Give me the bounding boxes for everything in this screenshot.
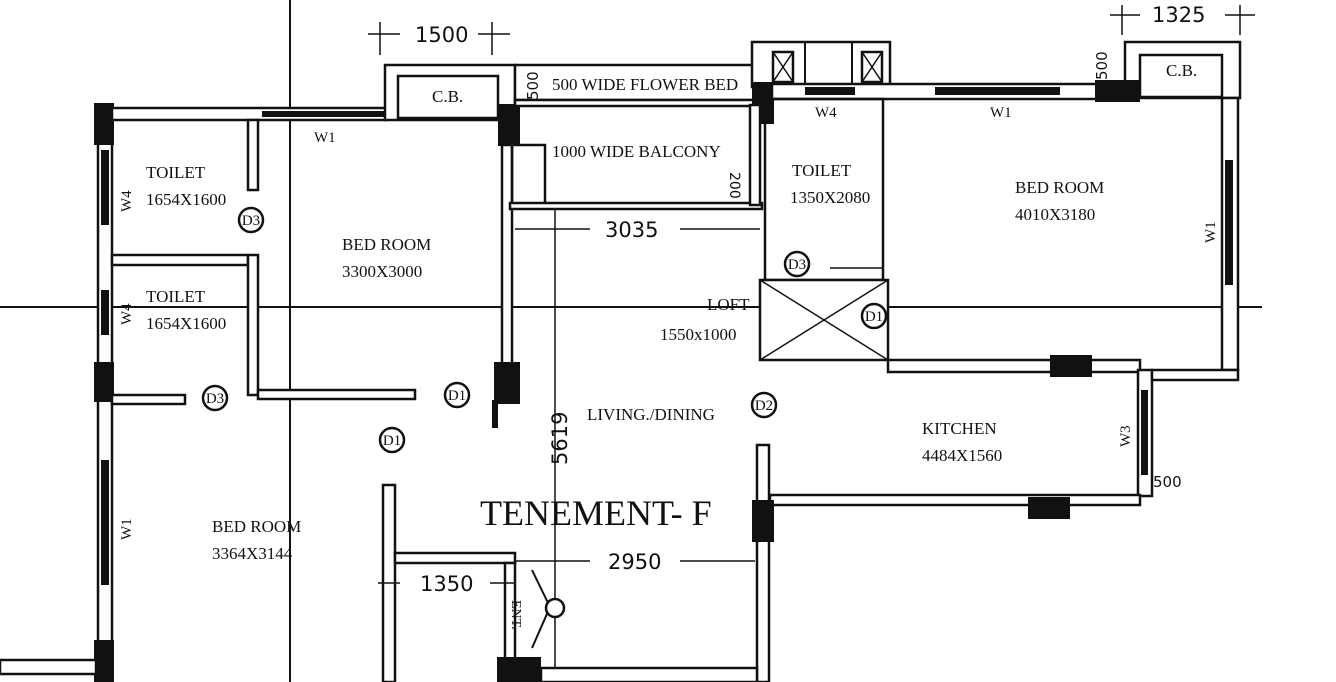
cupboard-label: C.B. (432, 87, 463, 106)
room-size: 3364X3144 (212, 544, 293, 563)
svg-text:D1: D1 (865, 309, 883, 325)
window-label: W4 (119, 190, 135, 212)
door-marker-d3: D3 (783, 250, 811, 278)
kitchen-wall-bottom (768, 493, 1142, 507)
balcony-label: 1000 WIDE BALCONY (552, 142, 721, 161)
room-size: 4484X1560 (922, 446, 1002, 465)
window-w3 (1141, 390, 1148, 475)
wall (110, 393, 187, 406)
column (1028, 497, 1070, 519)
room-size: 1550x1000 (660, 325, 737, 344)
column (94, 362, 114, 402)
door-marker-d1: D1 (378, 426, 406, 454)
svg-text:D3: D3 (206, 391, 224, 407)
door-marker-d2: D2 (750, 391, 778, 419)
dimension-500: 500 (1093, 51, 1111, 80)
window-w4-top (805, 87, 855, 95)
dimension-3035: 3035 (605, 218, 658, 242)
dimension-2950: 2950 (608, 550, 661, 574)
column (1050, 355, 1092, 377)
window-w4-lower (101, 290, 109, 335)
dimension-1500: 1500 (415, 23, 468, 47)
room-size: 4010X3180 (1015, 205, 1095, 224)
window-w1-top-right (935, 87, 1060, 95)
wall (246, 253, 260, 397)
column (498, 104, 520, 146)
window-w1-left (101, 460, 109, 585)
entrance-door-marker (544, 597, 566, 619)
dimension-1325: 1325 (1152, 3, 1205, 27)
cupboard-right-inner (1138, 53, 1224, 99)
column (94, 640, 114, 682)
dimension-500: 500 (524, 71, 542, 100)
balcony-wall (513, 98, 757, 108)
flower-bed (513, 63, 757, 102)
window-label: W3 (1118, 425, 1134, 447)
door-marker-d1: D1 (860, 302, 888, 330)
wall (246, 118, 260, 192)
column (494, 362, 520, 404)
cupboard-left-inner (396, 74, 500, 120)
room-name: LIVING./DINING (587, 405, 715, 424)
room-name: KITCHEN (922, 419, 997, 438)
dimension-ticks (368, 5, 1255, 584)
svg-text:D1: D1 (383, 433, 401, 449)
room-size: 1654X1600 (146, 314, 226, 333)
entrance-label: ENT. (508, 600, 523, 630)
room-name: BED ROOM (1015, 178, 1104, 197)
window-w1-top (262, 111, 384, 117)
dimension-500: 500 (1153, 473, 1182, 491)
door-marker-d3: D3 (201, 384, 229, 412)
room-name: TOILET (146, 163, 206, 182)
cupboard-label: C.B. (1166, 61, 1197, 80)
wall (256, 388, 417, 401)
room-size: 1654X1600 (146, 190, 226, 209)
window-label: W1 (119, 518, 135, 540)
wall-bedroom-bottom (886, 358, 1142, 374)
wall (393, 551, 517, 565)
wall-bedroom1-right (500, 143, 514, 382)
window-label: W1 (1203, 221, 1219, 243)
door-marker-d1: D1 (443, 381, 471, 409)
dimension-1350: 1350 (420, 572, 473, 596)
room-name: BED ROOM (212, 517, 301, 536)
room-name: TOILET (792, 161, 852, 180)
column (752, 500, 774, 542)
wall (0, 658, 98, 676)
living-wall-right (755, 443, 771, 682)
column (94, 103, 114, 145)
wall (110, 253, 250, 267)
column (1095, 80, 1140, 102)
window-label: W4 (815, 105, 837, 121)
room-name: TOILET (146, 287, 206, 306)
column (497, 657, 541, 682)
dimension-5619: 5619 (548, 412, 572, 465)
window-w1-right (1225, 160, 1233, 285)
flower-bed-label: 500 WIDE FLOWER BED (552, 75, 738, 94)
page-title: TENEMENT- F (480, 493, 712, 533)
window-label: W1 (314, 130, 336, 146)
room-name: LOFT (707, 295, 750, 314)
dimension-200: 200 (726, 172, 742, 199)
window-w4-upper (101, 150, 109, 225)
svg-text:D3: D3 (242, 213, 260, 229)
wall-living-top (508, 201, 764, 211)
room-size: 1350X2080 (790, 188, 870, 207)
room-size: 3300X3000 (342, 262, 422, 281)
svg-text:D1: D1 (448, 388, 466, 404)
window-label: W4 (119, 303, 135, 325)
door-marker-d3: D3 (237, 206, 265, 234)
window-label: W1 (990, 105, 1012, 121)
room-name: BED ROOM (342, 235, 431, 254)
svg-text:D2: D2 (755, 398, 773, 414)
svg-text:D3: D3 (788, 257, 806, 273)
